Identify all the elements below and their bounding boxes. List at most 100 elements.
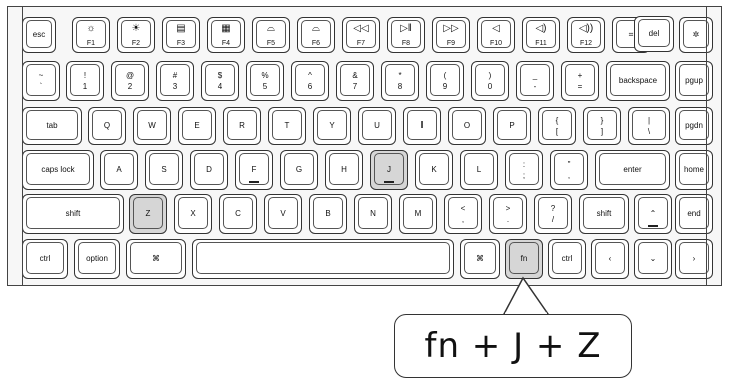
key-label: P (509, 121, 515, 130)
key-label: option (86, 254, 108, 263)
key-label: I (420, 120, 424, 131)
key-label: F6 (311, 39, 321, 47)
key-label: J (387, 165, 391, 174)
key-label: E (194, 121, 200, 130)
key-label: ctrl (561, 254, 573, 263)
key-label: 8 (397, 81, 403, 91)
key-label: V (280, 209, 286, 218)
key-label: = (577, 81, 583, 91)
key-label-top: @ (125, 70, 135, 80)
key-label: W (148, 121, 156, 130)
home-bump (384, 181, 394, 183)
key-label: F3 (176, 39, 186, 47)
key-label: end (687, 209, 701, 218)
key-label: fn (520, 254, 528, 263)
brightness-down-icon: ☼ (86, 22, 96, 34)
key-r: R (223, 107, 261, 145)
key-l: L (460, 150, 498, 190)
key-label: shift (65, 209, 81, 218)
key-label: Q (103, 121, 111, 130)
command-icon: ⌘ (476, 254, 484, 263)
previous-track-icon: ◁◁ (353, 22, 369, 34)
key-k: K (415, 150, 453, 190)
arrow-down-icon: ⌄ (649, 254, 657, 263)
key-label: [ (555, 126, 559, 136)
key-2: @2 (111, 61, 149, 101)
key-label: H (341, 165, 347, 174)
key-label: pgup (685, 76, 703, 85)
key-pgup: pgup (675, 61, 713, 101)
mute-icon: ◁ (492, 22, 500, 34)
key-label: 2 (127, 81, 133, 91)
key-1: !1 (66, 61, 104, 101)
key-label: K (431, 165, 437, 174)
key-quote: ", (550, 150, 588, 190)
key-label: G (295, 165, 303, 174)
key-g: G (280, 150, 318, 190)
key-label: ` (39, 81, 43, 91)
key-label: 0 (487, 81, 493, 91)
backlight-down-icon: ⌓ (267, 22, 275, 34)
key-label-top: < (460, 203, 466, 213)
key-label: N (370, 209, 376, 218)
key-label: R (239, 121, 245, 130)
shortcut-callout: fn + J + Z (394, 314, 632, 378)
screenshot-icon: ⌗ (628, 30, 634, 39)
key-label: , (567, 170, 571, 180)
key-label: F7 (356, 39, 366, 47)
volume-down-icon: ◁) (535, 22, 547, 34)
command-icon: ⌘ (152, 254, 160, 263)
key-f7: ◁◁ F7 (342, 17, 380, 53)
key-label: 9 (442, 81, 448, 91)
key-label: F1 (86, 39, 96, 47)
arrow-up-icon: ⌃ (649, 209, 657, 218)
light-effect-icon: ✲ (692, 30, 700, 39)
key-label-top: > (505, 203, 511, 213)
key-label: Y (329, 121, 335, 130)
shortcut-text: fn + J + Z (424, 326, 602, 366)
key-label-top: # (172, 70, 178, 80)
key-label: 3 (172, 81, 178, 91)
key-label: S (161, 165, 167, 174)
key-label: X (190, 209, 196, 218)
key-label-top: & (352, 70, 358, 80)
key-tab: tab (22, 107, 82, 145)
key-label: U (374, 121, 380, 130)
key-label: F8 (401, 39, 411, 47)
key-label-top: * (398, 70, 402, 80)
key-label-top: ! (83, 70, 87, 80)
key-label: del (648, 29, 660, 38)
key-label: ] (600, 126, 604, 136)
mission-control-icon: ▤ (176, 22, 186, 34)
key-label-top: " (567, 159, 571, 169)
key-label: pgdn (685, 121, 703, 130)
key-label-top: ( (443, 70, 447, 80)
key-label: , (461, 214, 465, 224)
key-label: backspace (618, 76, 658, 85)
key-ctrl: ctrl (22, 239, 68, 279)
key-label-top: { (555, 115, 559, 125)
key-label: home (683, 165, 704, 174)
key-f6: ⌓F6 (297, 17, 335, 53)
key-label: shift (596, 209, 612, 218)
key-label: 1 (82, 81, 88, 91)
key-label: 4 (217, 81, 223, 91)
key-label: ; (522, 170, 526, 180)
key-label-top: + (577, 70, 583, 80)
key-f4: ▦F4 (207, 17, 245, 53)
key-label-top: ^ (308, 70, 312, 80)
key-home: home (675, 150, 713, 190)
key-label-top: } (600, 115, 604, 125)
key-label: F2 (131, 39, 141, 47)
play-pause-icon: ▷‖ (400, 22, 412, 34)
key-label: F5 (266, 39, 276, 47)
key-label-top: _ (532, 70, 538, 80)
key-label: A (116, 165, 122, 174)
key-slash: ?/ (534, 194, 572, 234)
key-p: P (493, 107, 531, 145)
key-label-top: ~ (38, 70, 44, 80)
brightness-up-icon: ☀ (131, 22, 141, 34)
key-label: M (414, 209, 422, 218)
key-label: ctrl (39, 254, 51, 263)
key-label: esc (32, 30, 46, 39)
